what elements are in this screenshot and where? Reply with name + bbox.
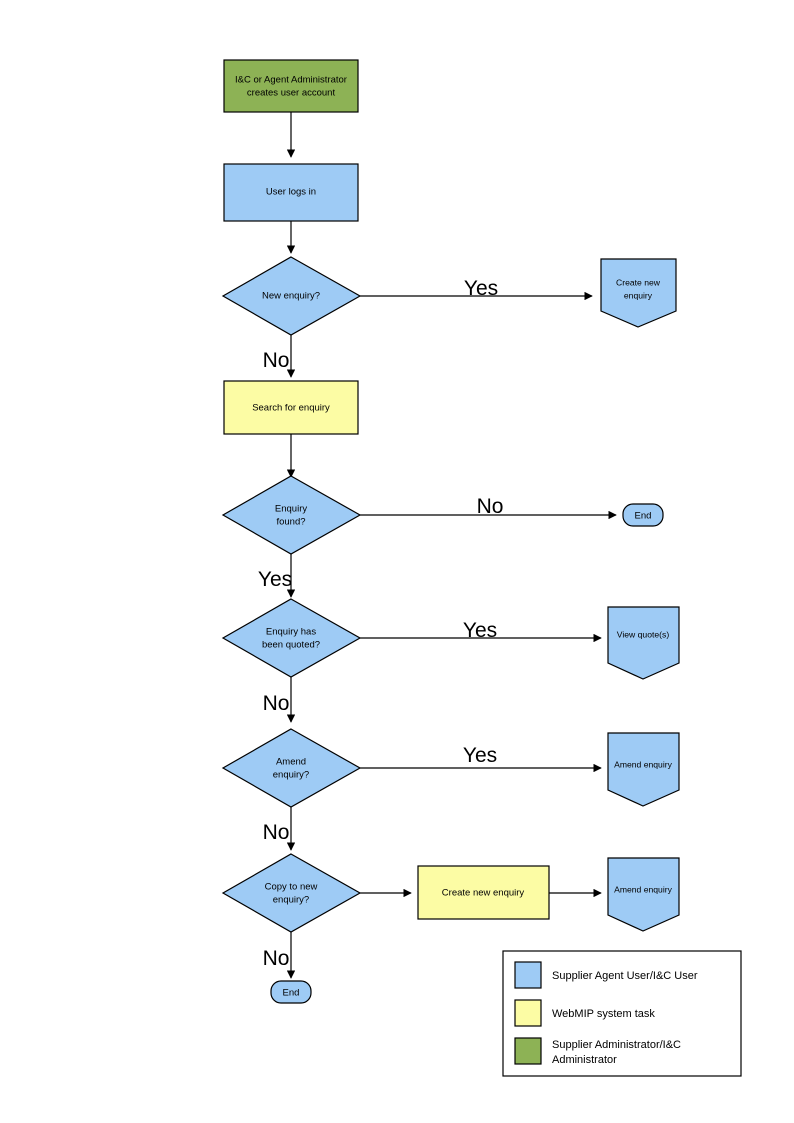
edge-label-amend-no: No <box>263 821 290 844</box>
edges <box>286 112 617 979</box>
node-amend-enquiry-2[interactable]: Amend enquiry <box>607 857 680 932</box>
node-view-quotes-label: View quote(s) <box>617 629 670 639</box>
node-copy-question[interactable]: Copy to new enquiry? <box>221 853 362 933</box>
node-new-enquiry-question[interactable]: New enquiry? <box>221 256 362 336</box>
node-create-account-line1: I&C or Agent Administrator <box>235 75 347 86</box>
legend-label-admin-line1: Supplier Administrator/I&C <box>552 1039 681 1051</box>
node-create-account-line2: creates user account <box>247 88 336 99</box>
legend-container <box>502 950 742 1077</box>
node-quoted-question-line2: been quoted? <box>262 640 320 651</box>
edge-label-found-yes: Yes <box>258 568 292 591</box>
node-view-quotes[interactable]: View quote(s) <box>607 606 680 680</box>
node-enquiry-found-question-line2: found? <box>276 517 305 528</box>
node-copy-question-line2: enquiry? <box>273 895 309 906</box>
edge-label-amend-yes: Yes <box>463 744 497 767</box>
node-quoted-question-line1: Enquiry has <box>266 627 316 638</box>
node-new-enquiry-question-label: New enquiry? <box>262 291 320 302</box>
node-create-new-enquiry[interactable]: Create new enquiry <box>600 258 677 328</box>
legend-label-admin-line2: Administrator <box>552 1054 617 1066</box>
node-search-for-enquiry-label: Search for enquiry <box>252 403 330 414</box>
legend-swatch-system <box>514 999 542 1027</box>
node-user-logs-in-label: User logs in <box>266 187 316 198</box>
node-enquiry-found-question[interactable]: Enquiry found? <box>221 475 362 555</box>
edge-labels: Yes No No Yes Yes No Yes No No <box>258 277 504 970</box>
node-end-final-label: End <box>283 988 300 999</box>
node-amend-enquiry-1-label: Amend enquiry <box>614 759 673 769</box>
node-search-for-enquiry[interactable]: Search for enquiry <box>223 380 359 435</box>
node-end-final[interactable]: End <box>270 980 312 1004</box>
node-create-new-enquiry-2-label: Create new enquiry <box>442 888 525 899</box>
legend: Supplier Agent User/I&C User WebMIP syst… <box>502 950 742 1077</box>
legend-swatch-user <box>514 961 542 989</box>
node-user-logs-in[interactable]: User logs in <box>223 163 359 222</box>
node-create-account[interactable]: I&C or Agent Administrator creates user … <box>223 59 359 113</box>
node-end-not-found[interactable]: End <box>622 503 664 527</box>
edge-label-quoted-no: No <box>263 692 290 715</box>
node-quoted-question[interactable]: Enquiry has been quoted? <box>221 598 362 678</box>
legend-label-user: Supplier Agent User/I&C User <box>552 970 698 982</box>
edge-label-new-enquiry-no: No <box>263 349 290 372</box>
edge-label-new-enquiry-yes: Yes <box>464 277 498 300</box>
edge-label-found-no: No <box>477 495 504 518</box>
legend-label-system: WebMIP system task <box>552 1008 655 1020</box>
node-amend-enquiry-1[interactable]: Amend enquiry <box>607 732 680 807</box>
node-create-new-enquiry-line1: Create new <box>616 277 661 287</box>
node-amend-question-line1: Amend <box>276 757 306 768</box>
node-create-new-enquiry-line2: enquiry <box>624 290 653 300</box>
node-copy-question-line1: Copy to new <box>265 882 318 893</box>
legend-swatch-admin <box>514 1037 542 1065</box>
edge-label-copy-no: No <box>263 947 290 970</box>
edge-label-quoted-yes: Yes <box>463 619 497 642</box>
node-amend-question-line2: enquiry? <box>273 770 309 781</box>
node-enquiry-found-question-line1: Enquiry <box>275 504 307 515</box>
node-amend-enquiry-2-label: Amend enquiry <box>614 884 673 894</box>
node-create-new-enquiry-2[interactable]: Create new enquiry <box>417 865 550 920</box>
node-amend-question[interactable]: Amend enquiry? <box>221 728 362 808</box>
node-end-not-found-label: End <box>635 511 652 522</box>
